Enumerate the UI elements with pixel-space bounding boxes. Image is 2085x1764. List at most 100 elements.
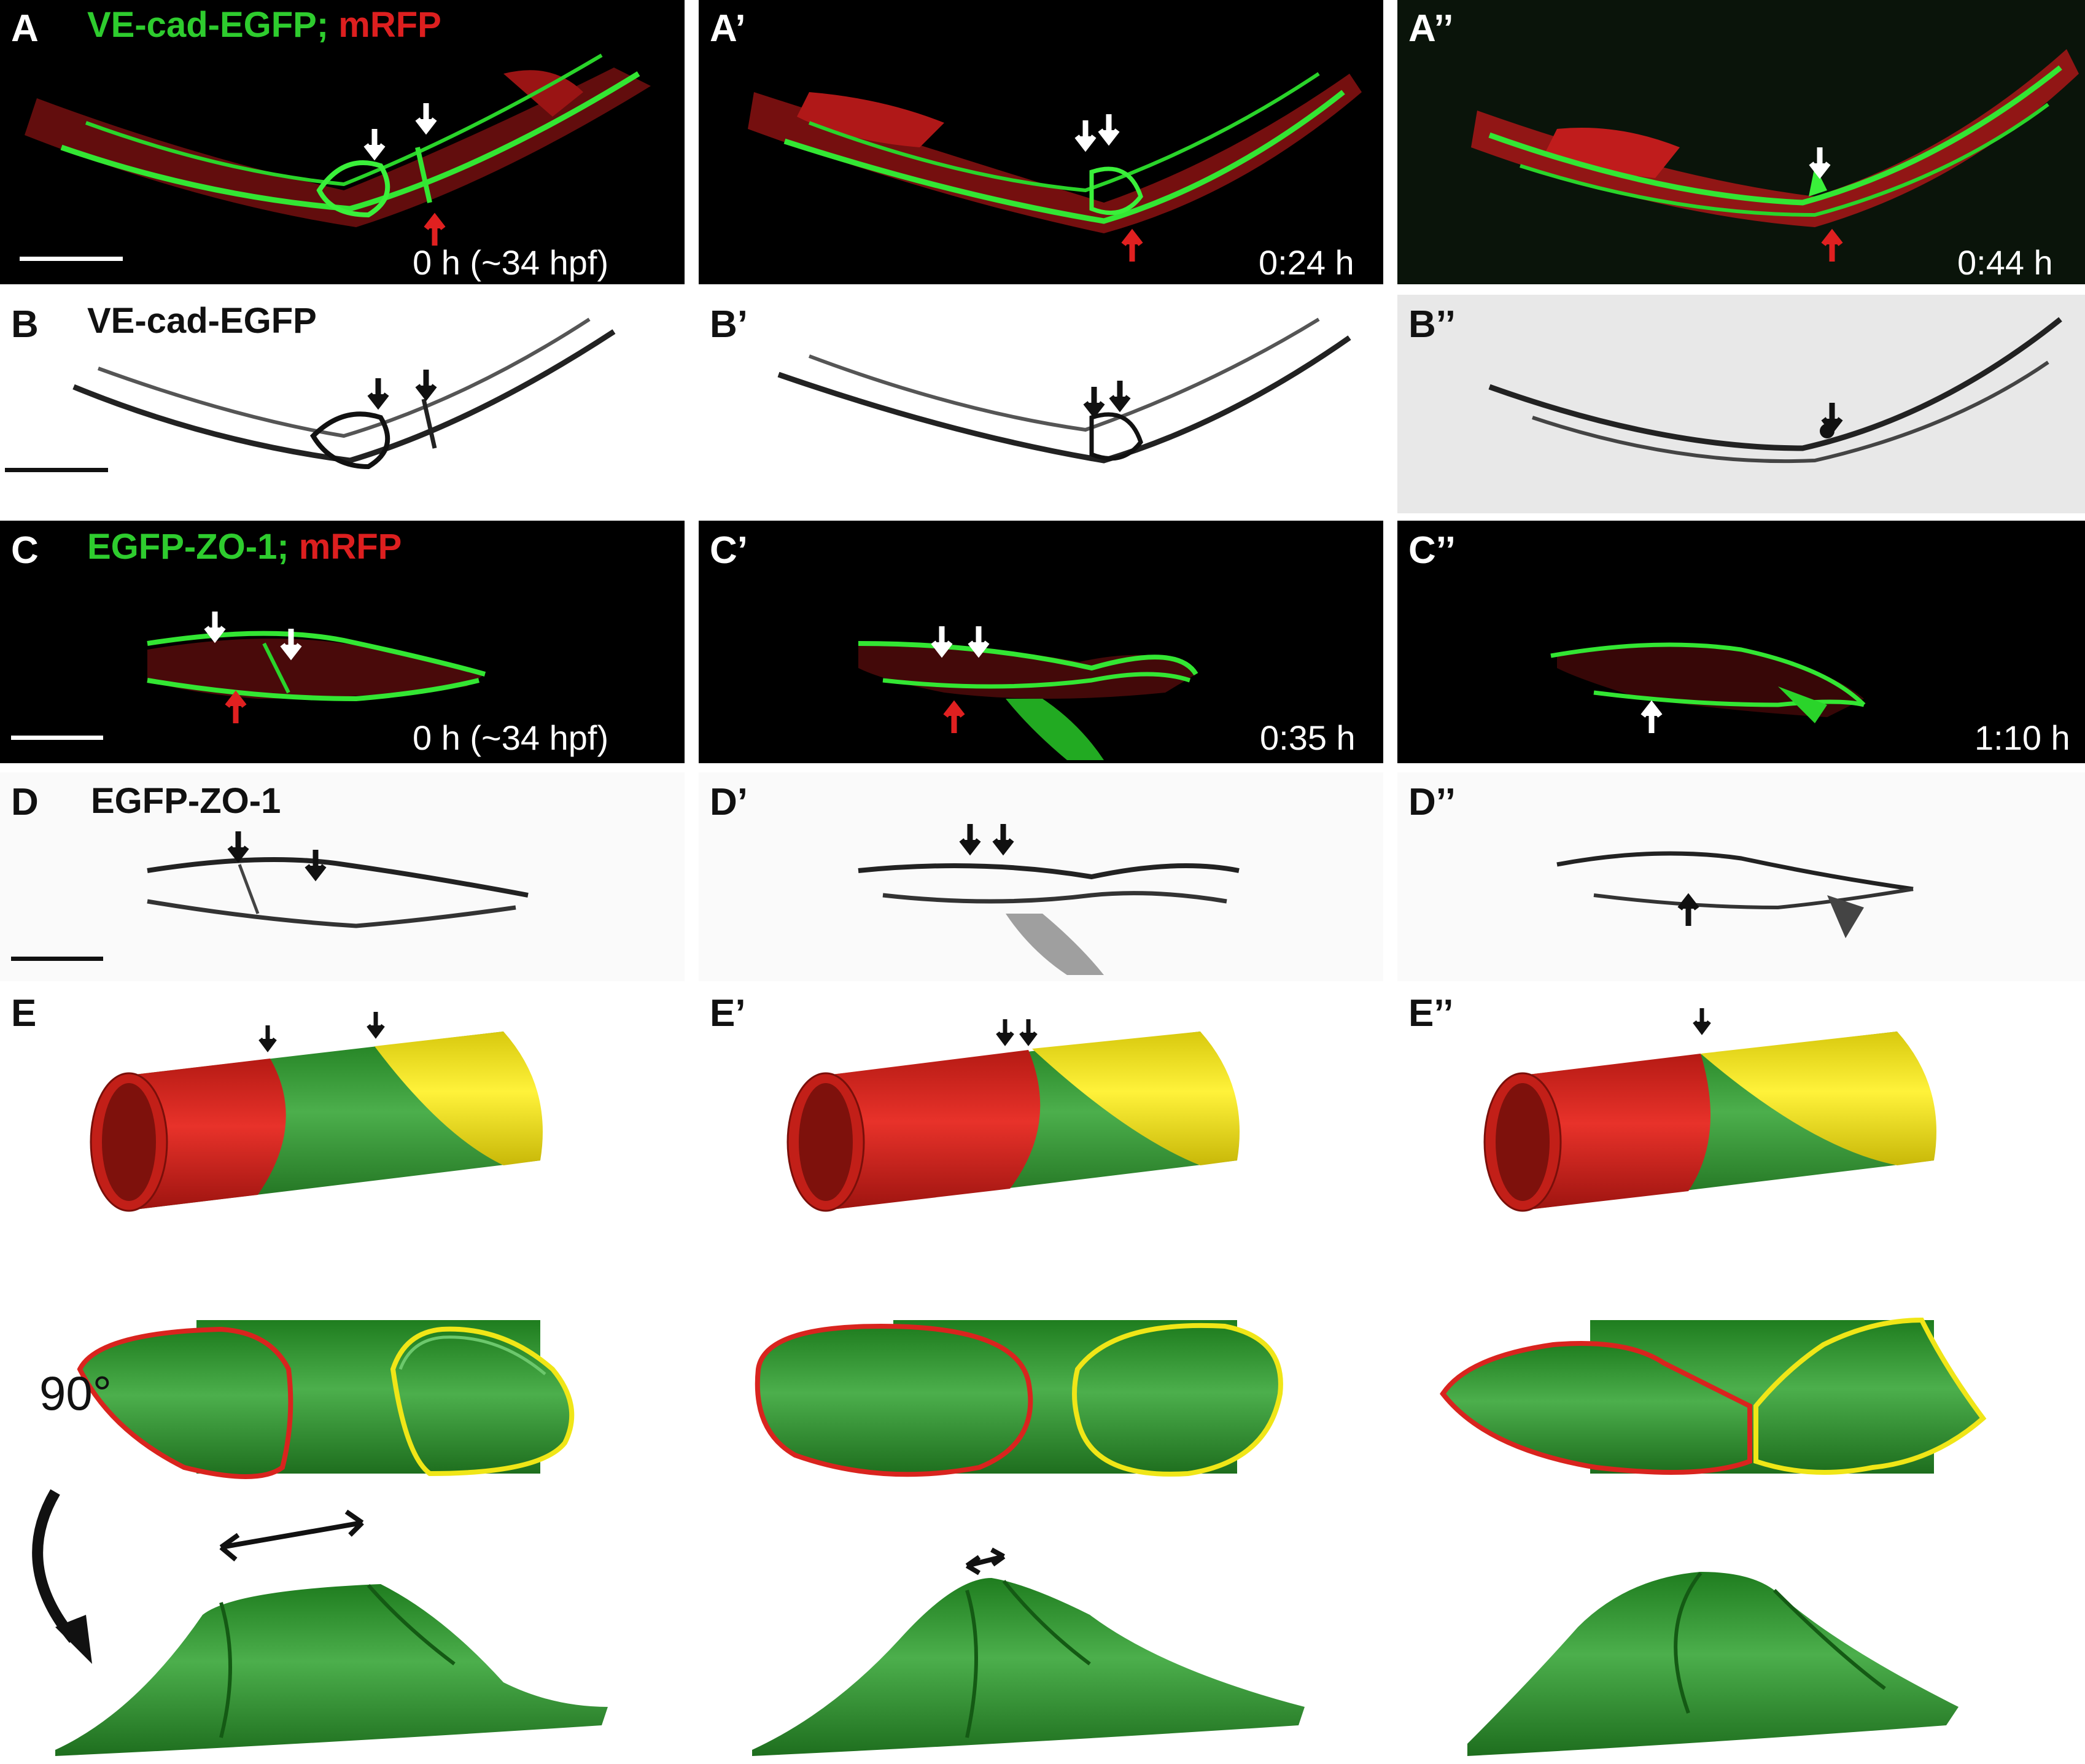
panel-label: A	[11, 7, 39, 50]
egfp-label: VE-cad-EGFP;	[87, 5, 339, 45]
micrograph-D-prime	[858, 863, 1240, 975]
black-arrow-icon	[227, 831, 249, 863]
panel-label: A’	[710, 7, 746, 50]
micrograph-D-double-prime	[1556, 851, 1914, 938]
panel-label: D’	[710, 781, 748, 823]
timestamp: 0:44 h	[1957, 243, 2053, 282]
mrfp-label: mRFP	[338, 5, 441, 45]
mound-diagram-E-double-prime	[1467, 1572, 1959, 1756]
rotation-arrow-icon	[32, 1489, 78, 1643]
mrfp-label: mRFP	[298, 527, 402, 567]
black-arrow-icon	[959, 824, 981, 856]
panel-title: VE-cad-EGFP; mRFP	[87, 7, 441, 43]
white-arrow-icon	[1640, 700, 1663, 733]
arrows-A	[363, 103, 446, 246]
black-arrow-icon	[1677, 893, 1699, 926]
panel-A-double-prime: A’’ 0:44 h	[1397, 0, 2085, 284]
panel-label: C	[11, 529, 39, 572]
arrows-B	[367, 370, 437, 410]
black-arrow-icon	[305, 850, 327, 882]
rotation-angle-label: 90°	[39, 1366, 112, 1420]
timestamp: 1:10 h	[1974, 718, 2070, 757]
arrows-D-double-prime	[1677, 893, 1699, 926]
arrows-C-double-prime	[1640, 700, 1663, 733]
scale-bar	[20, 257, 123, 261]
rotation-arrowhead-icon	[55, 1615, 92, 1664]
arrows-B-prime	[1083, 381, 1131, 419]
timestamp: 0:35 h	[1260, 718, 1356, 757]
micrograph-D	[147, 857, 529, 928]
micrograph-A-prime	[748, 72, 1362, 233]
white-arrow-icon	[968, 626, 990, 658]
panel-A: A VE-cad-EGFP; mRFP 0 h (~34 hpf)	[0, 0, 685, 284]
panel-label: C’	[710, 529, 748, 572]
micrograph-C-prime	[858, 641, 1198, 760]
arrows-A-double-prime	[1809, 147, 1843, 262]
panel-label: D’’	[1408, 781, 1456, 823]
panel-C-prime: C’ 0:35 h	[699, 521, 1383, 763]
panel-label: E’	[710, 992, 746, 1035]
black-arrow-icon	[367, 1012, 385, 1039]
panel-label: C’’	[1408, 529, 1456, 572]
white-arrow-icon	[280, 629, 302, 661]
timestamp: 0 h (~34 hpf)	[413, 718, 609, 757]
scale-bar	[11, 957, 103, 961]
black-arrow-icon	[367, 378, 389, 410]
arrows-C-prime	[931, 626, 990, 733]
black-arrow-icon	[992, 824, 1014, 856]
red-arrow-icon	[225, 690, 247, 723]
scale-bar	[5, 468, 108, 472]
micrograph-B-double-prime	[1488, 317, 2062, 464]
arrows-D	[227, 831, 327, 882]
tube-diagram-E-double-prime	[1483, 1008, 1936, 1212]
panel-label: E’’	[1408, 992, 1454, 1035]
panel-A-prime: A’ 0:24 h	[699, 0, 1383, 284]
micrograph-A	[25, 53, 651, 227]
white-arrow-icon	[204, 612, 226, 643]
panel-C-double-prime: C’’ 1:10 h	[1397, 521, 2085, 763]
black-arrow-icon	[415, 370, 437, 402]
schematic-diagrams	[32, 1008, 1987, 1756]
panel-D-double-prime: D’’	[1397, 772, 2085, 981]
black-arrow-icon	[1109, 381, 1131, 413]
arrows-C	[204, 612, 302, 723]
black-arrow-icon	[258, 1025, 277, 1052]
panel-label: A’’	[1408, 7, 1454, 50]
panel-label: B’’	[1408, 303, 1456, 346]
timestamp: 0 h (~34 hpf)	[413, 243, 609, 282]
black-arrow-icon	[1693, 1008, 1711, 1035]
arrows-D-prime	[959, 824, 1014, 856]
micrograph-C-double-prime	[1550, 642, 1866, 723]
scale-bar	[11, 736, 103, 740]
red-arrow-icon	[943, 700, 965, 733]
white-arrow-icon	[1098, 114, 1120, 146]
timestamp: 0:24 h	[1259, 243, 1354, 282]
arrows-A-prime	[1074, 114, 1143, 262]
panel-title: EGFP-ZO-1; mRFP	[87, 529, 402, 565]
panel-title: EGFP-ZO-1	[91, 781, 281, 821]
micrograph-B	[72, 317, 616, 470]
micrograph-A-double-prime	[1471, 49, 2079, 227]
black-arrow-icon	[1019, 1019, 1038, 1046]
micrograph-B-prime	[777, 317, 1351, 464]
tube-diagram-E-prime	[786, 1019, 1240, 1212]
black-arrow-icon	[1083, 387, 1105, 419]
junction-diagram-E-double-prime	[1440, 1317, 1987, 1475]
panel-B: B VE-cad-EGFP	[0, 295, 685, 513]
white-arrow-icon	[363, 129, 386, 161]
mound-diagram-E	[55, 1509, 608, 1756]
white-arrow-icon	[1074, 120, 1097, 152]
red-arrow-icon	[1121, 228, 1143, 262]
panel-label: E	[11, 992, 37, 1035]
black-arrow-icon	[996, 1019, 1014, 1046]
white-arrow-icon	[931, 626, 953, 658]
double-arrow-icon	[219, 1509, 364, 1562]
panel-label: D	[11, 781, 39, 823]
tube-diagram-E	[90, 1012, 543, 1212]
junction-diagram-E	[77, 1320, 575, 1479]
arrows-B-double-prime	[1821, 403, 1843, 435]
egfp-label: EGFP-ZO-1;	[87, 527, 299, 567]
panel-C: C EGFP-ZO-1; mRFP 0 h (~34 hpf)	[0, 521, 685, 763]
double-arrow-icon	[965, 1547, 1006, 1576]
panel-label: B’	[710, 303, 748, 346]
